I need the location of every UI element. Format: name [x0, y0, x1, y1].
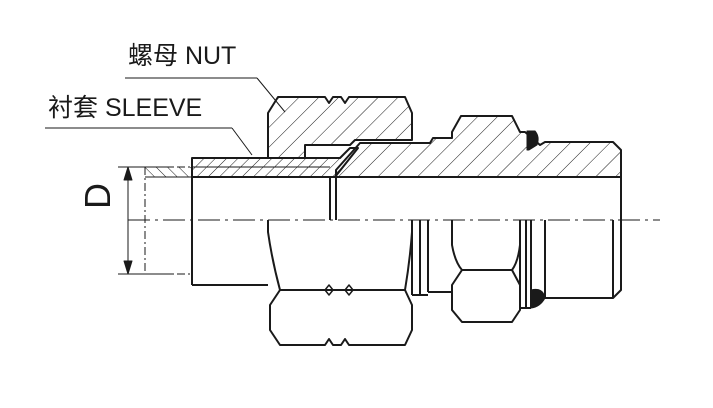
body-exterior: [411, 177, 622, 323]
sleeve-leader: [45, 127, 253, 156]
nut: [267, 96, 413, 159]
sleeve-label: 衬套 SLEEVE: [48, 94, 203, 122]
body: [335, 115, 622, 178]
bore-lines: [329, 212, 337, 220]
o-ring-seal-lower: [530, 288, 546, 309]
nut-exterior: [267, 220, 413, 346]
nut-label: 螺母 NUT: [128, 42, 237, 70]
dimension-d-label: D: [77, 183, 118, 209]
o-ring-seal-upper: [526, 130, 539, 151]
tube-phantom: [144, 167, 192, 275]
